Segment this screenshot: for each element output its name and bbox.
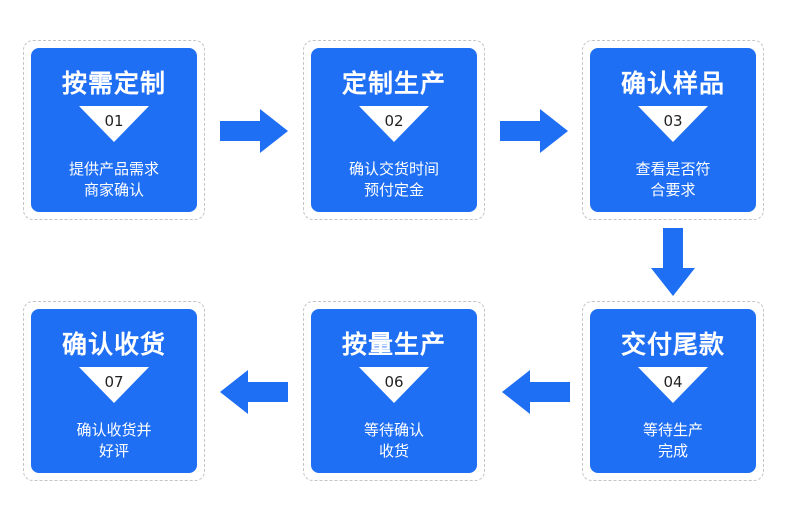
step-number: 06: [384, 373, 404, 391]
badge-triangle: [638, 106, 708, 142]
step-frame-3: 确认样品 03 查看是否符 合要求: [582, 40, 764, 220]
badge-triangle: [359, 367, 429, 403]
step-number-badge: 02: [359, 106, 429, 142]
step-title: 确认样品: [620, 69, 725, 98]
down-arrow-icon: [651, 228, 695, 296]
step-description-line: 查看是否符: [635, 160, 711, 178]
step-description-line: 好评: [98, 442, 129, 460]
step-frame-2: 定制生产 02 确认交货时间 预付定金: [303, 40, 485, 220]
step-description-line: 提供产品需求: [68, 160, 159, 178]
step-number-badge: 07: [79, 367, 149, 403]
step-title: 交付尾款: [620, 330, 725, 359]
step-description: 确认收货并 好评: [41, 420, 187, 462]
step-description-line: 完成: [657, 442, 688, 460]
step-number-badge: 01: [79, 106, 149, 142]
step-frame-6: 按量生产 06 等待确认 收货: [303, 301, 485, 481]
step-number: 01: [104, 112, 124, 130]
badge-triangle: [79, 106, 149, 142]
step-description-line: 合要求: [650, 181, 696, 199]
badge-triangle: [359, 106, 429, 142]
step-card-4: 交付尾款 04 等待生产 完成: [590, 309, 756, 473]
left-arrow-icon: [220, 370, 288, 414]
step-description: 查看是否符 合要求: [600, 159, 746, 201]
step-description-line: 等待确认: [363, 421, 424, 439]
step-description: 确认交货时间 预付定金: [321, 159, 467, 201]
badge-triangle: [638, 367, 708, 403]
step-number-badge: 06: [359, 367, 429, 403]
step-frame-1: 按需定制 01 提供产品需求 商家确认: [23, 40, 205, 220]
step-description: 等待确认 收货: [321, 420, 467, 462]
step-title: 按需定制: [61, 69, 166, 98]
step-card-7: 确认收货 07 确认收货并 好评: [31, 309, 197, 473]
step-number-badge: 03: [638, 106, 708, 142]
step-card-2: 定制生产 02 确认交货时间 预付定金: [311, 48, 477, 212]
step-description-line: 商家确认: [83, 181, 144, 199]
step-number: 04: [663, 373, 683, 391]
step-card-1: 按需定制 01 提供产品需求 商家确认: [31, 48, 197, 212]
step-number: 07: [104, 373, 124, 391]
step-number: 02: [384, 112, 404, 130]
step-number-badge: 04: [638, 367, 708, 403]
right-arrow-icon: [500, 109, 568, 153]
step-card-3: 确认样品 03 查看是否符 合要求: [590, 48, 756, 212]
step-frame-4: 交付尾款 04 等待生产 完成: [582, 301, 764, 481]
step-description-line: 收货: [378, 442, 409, 460]
step-description-line: 确认交货时间: [348, 160, 439, 178]
step-frame-7: 确认收货 07 确认收货并 好评: [23, 301, 205, 481]
step-card-6: 按量生产 06 等待确认 收货: [311, 309, 477, 473]
step-description-line: 确认收货并: [76, 421, 152, 439]
badge-triangle: [79, 367, 149, 403]
step-number: 03: [663, 112, 683, 130]
step-description-line: 预付定金: [363, 181, 424, 199]
step-description: 等待生产 完成: [600, 420, 746, 462]
step-title: 按量生产: [341, 330, 446, 359]
right-arrow-icon: [220, 109, 288, 153]
step-description: 提供产品需求 商家确认: [41, 159, 187, 201]
step-description-line: 等待生产: [642, 421, 703, 439]
left-arrow-icon: [502, 370, 570, 414]
step-title: 定制生产: [341, 69, 446, 98]
step-title: 确认收货: [61, 330, 166, 359]
